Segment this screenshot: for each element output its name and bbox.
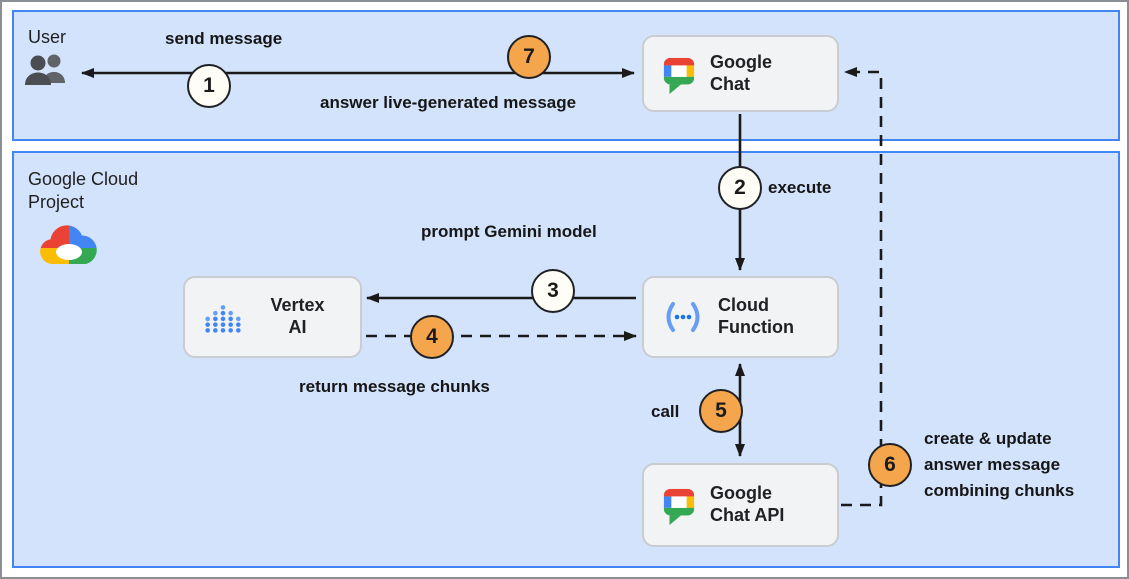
vertex-ai-label-line2: AI <box>288 317 307 337</box>
step-circle-3: 3 <box>531 269 575 313</box>
step-circle-4: 4 <box>410 315 454 359</box>
google-chat-api-node: Google Chat API <box>642 463 839 547</box>
edge-label-send-message: send message <box>165 29 283 48</box>
google-chat-label: Google Chat <box>710 52 772 95</box>
step-circle-6: 6 <box>868 443 912 487</box>
edge-label-execute: execute <box>768 178 832 197</box>
google-chat-label-line1: Google <box>710 51 772 72</box>
cloud-function-icon <box>666 302 700 332</box>
edge-label-create-update-line3: combining chunks <box>924 481 1075 500</box>
step-circle-5: 5 <box>699 389 743 433</box>
google-chat-api-label: Google Chat API <box>710 483 784 526</box>
vertex-ai-label-line1: Vertex <box>270 295 325 316</box>
edge-label-call: call <box>651 402 680 421</box>
step-circle-1: 1 <box>187 64 231 108</box>
gcp-lane-title: Google Cloud Project <box>28 168 138 213</box>
gcp-lane-title-line1: Google Cloud <box>28 169 139 189</box>
user-lane-title: User <box>28 27 67 47</box>
google-cloud-logo-icon <box>40 225 97 265</box>
edge-label-prompt-gemini: prompt Gemini model <box>421 222 597 241</box>
google-chat-api-icon <box>660 484 698 526</box>
edge-label-create-update-line1: create & update <box>924 429 1052 448</box>
step-circle-7: 7 <box>507 35 551 79</box>
google-chat-label-line2: Chat <box>710 73 750 94</box>
cloud-function-label-line1: Cloud <box>718 295 769 316</box>
google-chat-api-label-line2: Chat API <box>710 505 785 525</box>
edge-label-create-update-line2: answer message <box>924 455 1061 474</box>
edge-label-return-chunks: return message chunks <box>299 377 490 396</box>
cloud-function-label-line2: Function <box>718 317 794 337</box>
vertex-ai-node: Vertex AI <box>183 276 362 358</box>
edge-label-create-update: create & update answer message combining… <box>924 426 1074 504</box>
cloud-function-label: Cloud Function <box>718 295 794 338</box>
vertex-ai-icon <box>205 305 241 333</box>
arrow-create-update <box>841 67 883 507</box>
google-chat-api-label-line1: Google <box>710 483 772 504</box>
cloud-function-node: Cloud Function <box>642 276 839 358</box>
google-chat-node: Google Chat <box>642 35 839 112</box>
google-chat-icon <box>663 57 695 94</box>
gcp-lane <box>12 151 1120 568</box>
step-circle-2: 2 <box>718 166 762 210</box>
edge-label-answer-live: answer live-generated message <box>320 93 577 112</box>
vertex-ai-label: Vertex AI <box>257 295 350 338</box>
gcp-lane-title-line2: Project <box>28 191 85 212</box>
users-icon <box>25 54 65 85</box>
